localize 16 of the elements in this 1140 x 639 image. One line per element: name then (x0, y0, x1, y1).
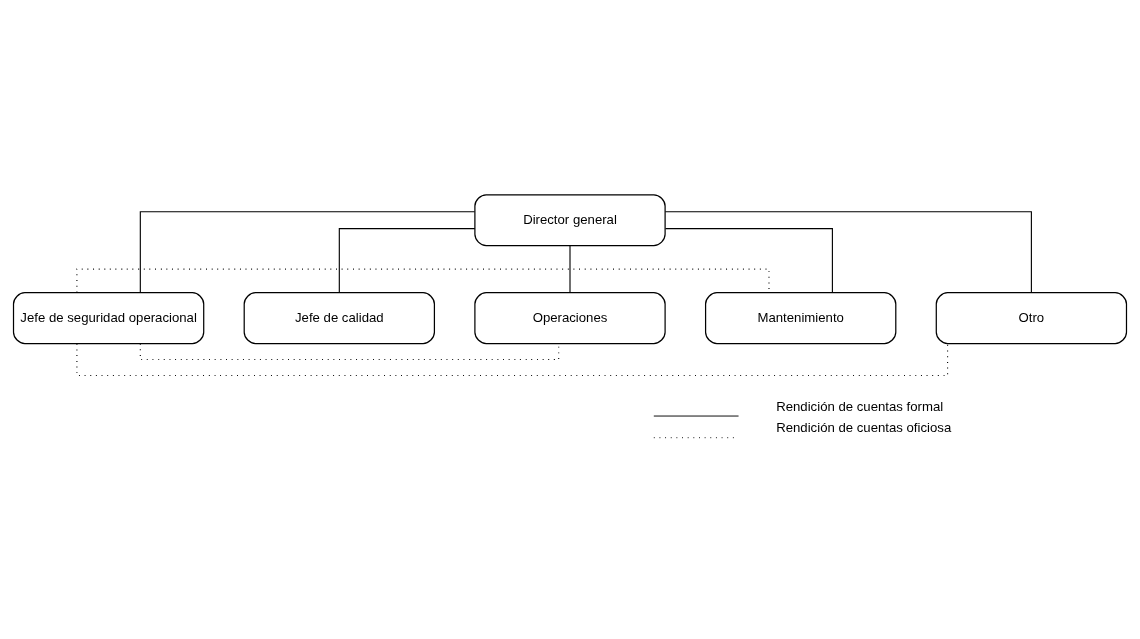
connector (664, 227, 833, 293)
legend-label: Rendición de cuentas oficiosa (776, 419, 952, 435)
legend-label: Rendición de cuentas formal (776, 398, 944, 414)
connector (338, 227, 476, 293)
node-box: Director general (474, 193, 666, 246)
node-box: Operaciones (474, 291, 666, 344)
connector (76, 268, 770, 293)
node-box: Otro (935, 291, 1128, 344)
connector (569, 244, 571, 293)
connector (76, 342, 949, 376)
node-box: Jefe de calidad (243, 291, 436, 344)
connector (139, 210, 476, 293)
connector (139, 342, 560, 360)
connector (664, 210, 1032, 293)
node-box: Jefe de seguridad operacional (12, 291, 205, 344)
node-box: Mantenimiento (705, 291, 897, 344)
